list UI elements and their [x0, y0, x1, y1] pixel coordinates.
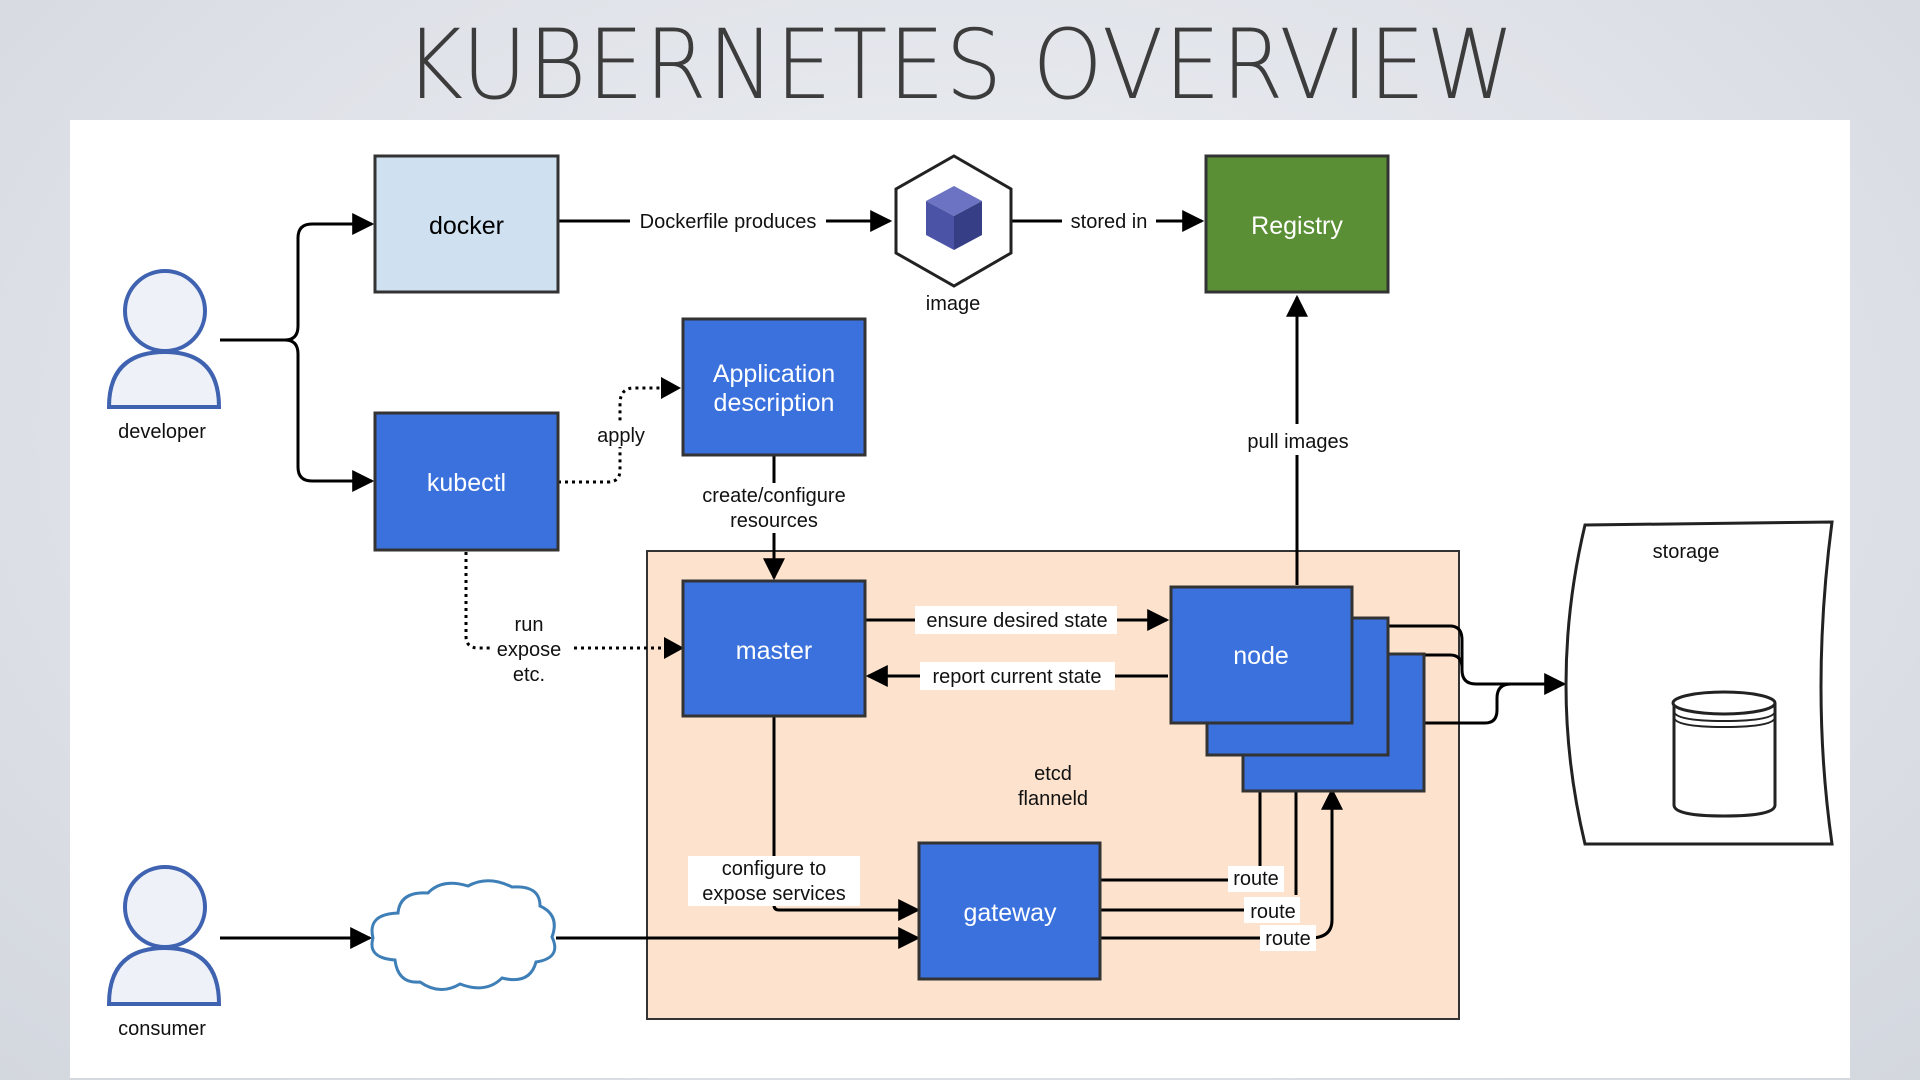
docker-box[interactable]: docker — [373, 154, 560, 294]
developer-label: developer — [118, 421, 206, 443]
label-report-current-state: report current state — [933, 666, 1102, 688]
app-desc-label-1: Application — [713, 360, 835, 388]
edge-developer-docker — [220, 213, 375, 342]
label-etc: etc. — [513, 664, 545, 686]
cloud-icon — [370, 879, 557, 991]
label-expose: expose — [497, 639, 562, 661]
image-icon[interactable]: image — [894, 154, 1013, 315]
database-icon — [1671, 690, 1777, 818]
label-apply: apply — [597, 425, 645, 447]
edge-node-storage — [1351, 624, 1567, 695]
label-create-configure-1: create/configure — [702, 485, 845, 507]
label-flanneld: flanneld — [1018, 788, 1088, 810]
label-etcd: etcd — [1034, 763, 1072, 785]
label-pull-images: pull images — [1247, 431, 1348, 453]
storage-container[interactable]: storage — [1564, 520, 1834, 846]
kubectl-label: kubectl — [427, 469, 506, 497]
label-create-configure-2: resources — [730, 510, 818, 532]
consumer-label: consumer — [118, 1018, 206, 1040]
edge-labels: Dockerfile produces stored in apply crea… — [490, 206, 1358, 951]
dotted-arrowheads — [661, 377, 684, 659]
label-route-3: route — [1265, 928, 1311, 950]
label-run: run — [515, 614, 544, 636]
registry-label: Registry — [1251, 212, 1343, 240]
master-box[interactable]: master — [681, 579, 867, 718]
node-box-1 — [1169, 585, 1354, 725]
gateway-label: gateway — [963, 899, 1057, 927]
developer-actor[interactable]: developer — [106, 269, 222, 443]
storage-label: storage — [1653, 541, 1720, 563]
consumer-actor[interactable]: consumer — [106, 865, 222, 1040]
label-expose-services: expose services — [702, 883, 845, 905]
image-label: image — [926, 293, 980, 315]
diagram-canvas: docker kubectl Application description R… — [70, 120, 1850, 1078]
gateway-box[interactable]: gateway — [917, 841, 1102, 981]
docker-label: docker — [429, 212, 504, 240]
edge-kubectl-master — [464, 552, 490, 650]
slide-title: KUBERNETES OVERVIEW — [404, 9, 1516, 121]
registry-box[interactable]: Registry — [1204, 154, 1390, 294]
diagram-svg: docker kubectl Application description R… — [106, 154, 1834, 1040]
master-label: master — [736, 637, 812, 665]
dotted-connectors — [464, 383, 677, 653]
label-dockerfile-produces: Dockerfile produces — [640, 211, 817, 233]
label-route-1: route — [1233, 868, 1279, 890]
connectors — [220, 210, 1567, 949]
kubectl-box[interactable]: kubectl — [373, 411, 560, 552]
label-route-2: route — [1250, 901, 1296, 923]
application-description-box[interactable]: Application description — [681, 317, 867, 457]
label-configure-to: configure to — [722, 858, 827, 880]
label-stored-in: stored in — [1071, 211, 1148, 233]
node-label: node — [1233, 642, 1289, 670]
app-desc-label-2: description — [714, 389, 835, 417]
label-ensure-desired-state: ensure desired state — [926, 610, 1107, 632]
edge-developer-kubectl — [284, 338, 375, 492]
node-stack[interactable]: node — [1169, 585, 1426, 793]
